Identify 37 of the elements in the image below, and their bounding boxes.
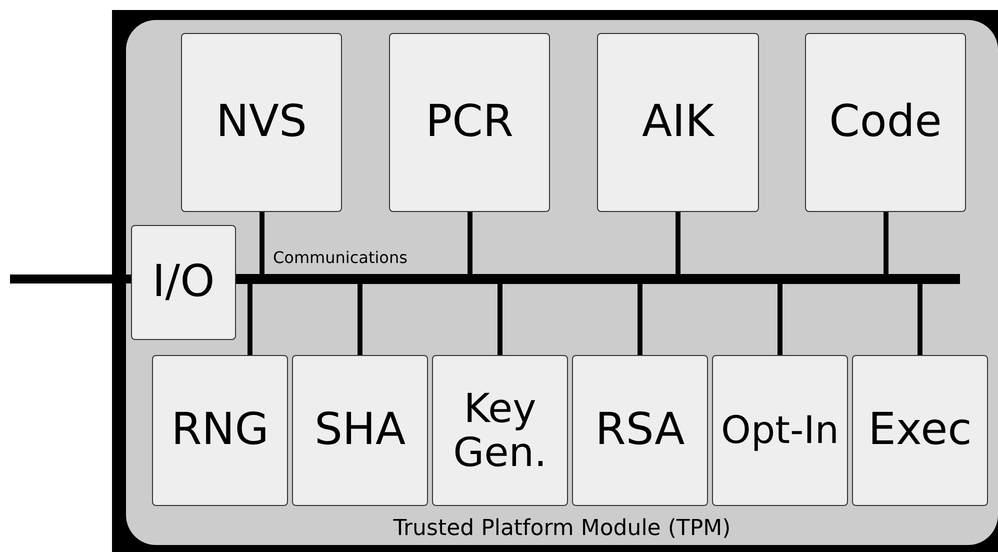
connector-line [498,284,502,355]
component-label: RNG [171,406,269,455]
component-box [432,355,568,506]
connector-line [248,284,252,355]
communications-bus [236,274,960,284]
component-label: Exec [868,406,972,455]
component-label: NVS [216,98,307,147]
component-box [181,33,342,212]
bus-label: Communications [273,248,408,267]
component-box [389,33,550,212]
connector-line [884,212,888,274]
connector-line [778,284,782,355]
component-label: SHA [314,406,406,455]
component-box [572,355,708,506]
component-label: I/O [152,258,215,307]
component-box [131,225,236,340]
connector-line [676,212,680,274]
component-label: RSA [595,406,685,455]
component-box [712,355,848,506]
component-box [805,33,966,212]
connector-line [918,284,922,355]
connector-line [468,212,472,274]
connector-line [260,212,264,274]
connector-line [358,284,362,355]
connector-line [638,284,642,355]
component-box [852,355,988,506]
component-label: AIK [642,98,714,147]
component-label: Key Gen. [452,386,548,474]
component-label: Code [829,98,942,147]
component-label: PCR [426,98,514,147]
connector-line [10,274,131,284]
module-title: Trusted Platform Module (TPM) [392,516,732,541]
component-label: Opt-In [721,410,839,452]
component-box [152,355,288,506]
component-box [597,33,759,212]
component-box [292,355,428,506]
module-panel [126,20,998,545]
